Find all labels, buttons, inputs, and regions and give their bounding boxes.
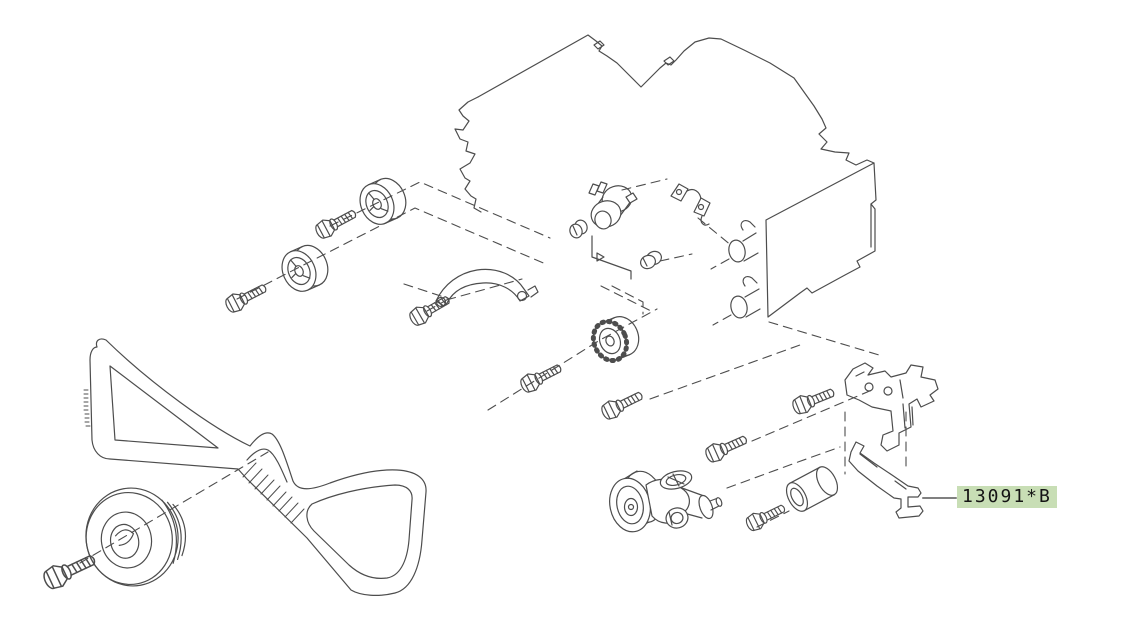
belt-teeth-hatching — [83, 389, 305, 524]
assembly-guide-lines — [79, 178, 907, 564]
tensioner-bolt-lower — [702, 430, 751, 466]
idler-pulley-upper — [353, 172, 413, 231]
spacer-pulley — [785, 466, 839, 512]
part-number-label[interactable]: 13091*B — [957, 486, 1057, 508]
upper-tensioner-pulley — [569, 181, 662, 280]
crankshaft-pulley — [85, 487, 187, 587]
spacer-bolt — [743, 499, 789, 534]
mounting-bracket — [844, 362, 939, 452]
toothed-idler-pulley — [588, 312, 645, 366]
tensioner-bolt-upper — [598, 386, 647, 423]
idler-bolt-lower — [222, 278, 270, 316]
idler-pulley-lower — [275, 239, 335, 298]
labeled-bracket-13091[interactable] — [848, 441, 924, 519]
engine-block-outline — [454, 34, 877, 319]
engine-block-lugs — [728, 219, 761, 319]
timing-belt — [83, 338, 427, 596]
crankshaft-pulley-bolt — [40, 548, 100, 593]
mounting-bracket-bolt — [789, 383, 838, 418]
belt-tensioner-assembly — [609, 470, 723, 533]
belt-cover-clips — [670, 183, 711, 226]
idler-bracket-arm — [435, 268, 539, 308]
